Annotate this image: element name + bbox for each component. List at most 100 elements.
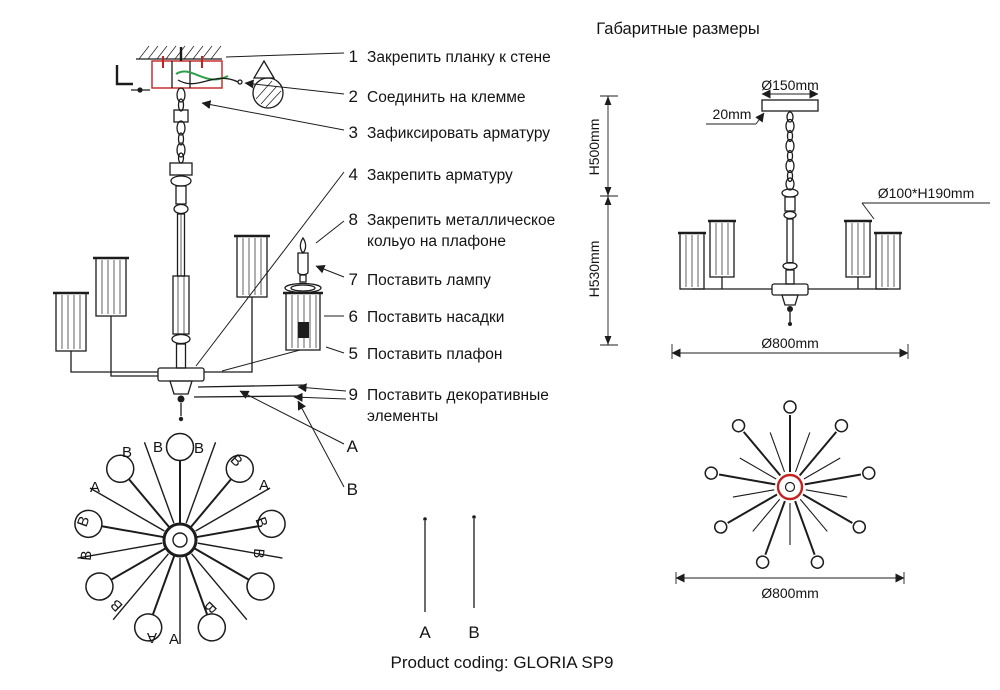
warning-triangle-icon (252, 59, 276, 79)
top-view-letter-a: A (90, 479, 100, 496)
callout-label: Закрепить планку к стене (367, 49, 551, 66)
chain (785, 111, 795, 191)
callout-step-7: 7 Поставить лампу (349, 270, 492, 289)
callout-number: 2 (349, 87, 358, 106)
ball-spoke (788, 498, 827, 571)
power-wire (177, 77, 239, 85)
suspension-chain (173, 87, 189, 164)
callout-number: 5 (349, 344, 358, 363)
callout-number: A (347, 437, 359, 456)
ball-spoke (794, 416, 851, 481)
shade-spoke (186, 535, 280, 606)
ball-spoke (783, 400, 797, 473)
dim-suspension-height: H500mm (586, 119, 602, 176)
top-view-letter-b: B (194, 440, 204, 457)
flame-icon (299, 236, 307, 254)
canopy (761, 99, 819, 112)
top-view-letter-a: A (259, 477, 269, 494)
shade-spoke (193, 507, 289, 552)
shade (95, 257, 127, 317)
decor-rod-samples: A B (419, 515, 480, 642)
callout-label: Соединить на клемме (367, 89, 526, 106)
callout-step-5: 5 Поставить плафон (349, 344, 503, 363)
top-view-letter-b: B (153, 439, 163, 456)
callout-list: 1 Закрепить планку к стене 2 Соединить н… (347, 47, 556, 499)
top-view-letter-a: A (147, 629, 157, 646)
callout-step-b: B (347, 480, 358, 499)
dim-canopy-height: 20mm (713, 106, 752, 122)
dim-side-width: Ø800mm (761, 335, 819, 351)
rod-label-a: A (419, 623, 431, 642)
shade-spoke (100, 448, 181, 537)
dim-shade-size: Ø100*H190mm (878, 185, 975, 201)
body (678, 188, 902, 326)
mounting-plate (151, 60, 223, 89)
shade (285, 292, 321, 351)
shade (55, 292, 87, 352)
callout-number: 6 (349, 307, 358, 326)
plain-spoke (803, 457, 841, 480)
shade-detail-exploded (221, 236, 323, 372)
plain-spoke (732, 489, 775, 498)
canopy-detail (252, 77, 284, 109)
callout-step-2: 2 Соединить на клемме (349, 87, 526, 106)
callout-number: 3 (349, 123, 358, 142)
vertical-dimensions: H500mm H530mm (586, 95, 618, 346)
dimension-drawing: Ø150mm 20mm (586, 77, 990, 359)
top-view-letter-b: B (201, 598, 220, 617)
page-title: Габаритные размеры (596, 20, 759, 38)
ceiling-mount (115, 45, 284, 109)
callout-step-3: 3 Зафиксировать арматуру (349, 123, 551, 142)
callout-step-a: A (347, 437, 359, 456)
shade-spoke (165, 432, 195, 524)
callout-number: B (347, 480, 358, 499)
callout-label: Поставить лампу (367, 272, 491, 289)
top-view-letter-b: B (78, 550, 96, 561)
center-red-ring (776, 473, 804, 501)
ball-spoke (729, 416, 786, 481)
dim-canopy-diameter: Ø150mm (761, 77, 819, 93)
ball-spoke (703, 465, 778, 492)
callout-label: Поставить декоративные (367, 387, 549, 404)
top-view-letter-b: B (107, 596, 126, 615)
candle-bulb (297, 252, 309, 276)
ball-spoke (802, 465, 877, 492)
wall-bracket (115, 65, 133, 86)
callout-label: Закрепить металлическое (367, 212, 555, 229)
ball-spoke (711, 488, 782, 537)
callout-step-6: 6 Поставить насадки (349, 307, 505, 326)
callout-leaders (195, 52, 347, 488)
plain-spoke (805, 489, 848, 498)
top-view-right: Ø800mm (675, 400, 905, 601)
callout-label: Закрепить арматуру (367, 167, 513, 184)
callout-label: Поставить насадки (367, 309, 504, 326)
dim-top-width: Ø800mm (761, 585, 819, 601)
rod-spoke (197, 542, 284, 559)
callout-number: 1 (349, 47, 358, 66)
callout-step-9: 9 Поставить декоративные элементы (349, 385, 549, 425)
shade-spoke (80, 535, 174, 606)
callout-number: 8 (349, 210, 358, 229)
plain-spoke (739, 457, 777, 480)
callout-number: 9 (349, 385, 358, 404)
shade (845, 220, 871, 278)
assembly-diagram: 1 Закрепить планку к стене 2 Соединить н… (53, 45, 556, 499)
callout-label: Зафиксировать арматуру (367, 125, 550, 142)
ball-spoke (753, 498, 792, 571)
shade (679, 232, 705, 290)
top-view-letter-a: A (169, 631, 179, 648)
shade (709, 220, 735, 278)
arms-and-shades (53, 234, 270, 377)
top-view-left: B B B B A A B B B B B B A A (71, 432, 289, 648)
callout-number: 7 (349, 270, 358, 289)
decor-rods (193, 384, 307, 398)
callout-step-8: 8 Закрепить металлическое кольуо на плаф… (349, 210, 556, 250)
product-coding: Product coding: GLORIA SP9 (390, 653, 613, 672)
callout-label: Поставить плафон (367, 346, 502, 363)
shade-spoke (179, 448, 260, 537)
top-view-letter-b: B (122, 444, 132, 461)
lamp-socket (298, 322, 309, 338)
callout-label-line2: элементы (367, 408, 438, 425)
